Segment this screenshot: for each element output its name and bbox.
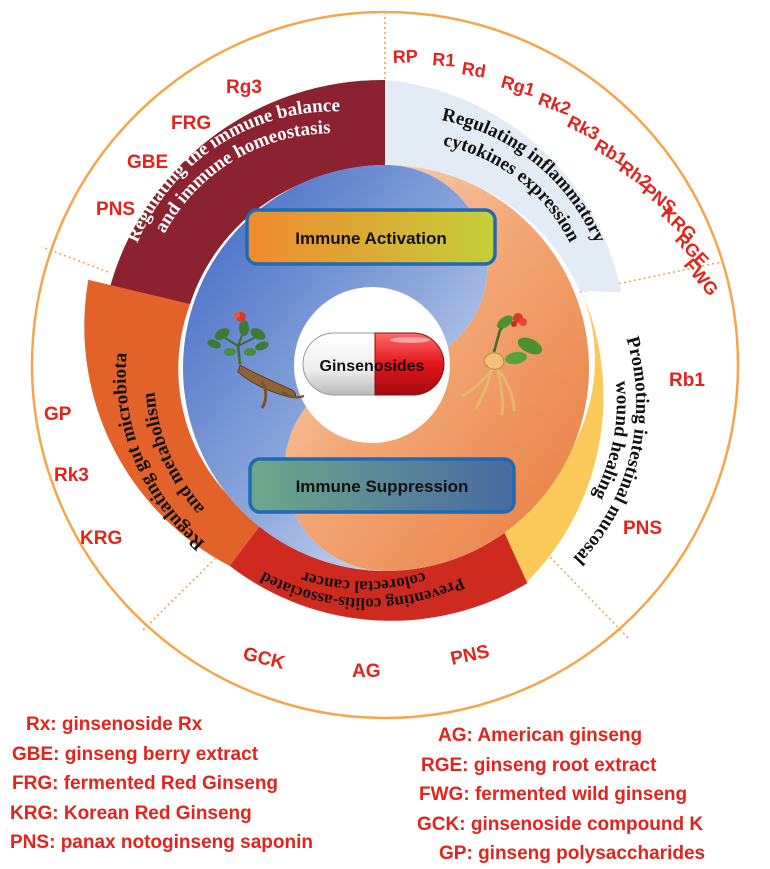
ginseng-plant-right-icon (460, 313, 543, 416)
legend-item-gck: GCK: ginsenoside compound K (417, 810, 705, 840)
legend-text: ginseng berry extract (64, 743, 259, 765)
label-frg: FRG (171, 113, 211, 134)
label-gbe: GBE (127, 152, 168, 173)
label-r1: R1 (432, 49, 456, 71)
legend-abbr: FRG: (12, 773, 59, 794)
legend-text: panax notoginseng saponin (60, 832, 313, 853)
segment-inflammatory (385, 80, 622, 293)
legend-item-rx: Rx: ginsenoside Rx (10, 710, 313, 740)
legend-item-fwg: FWG: fermented wild ginseng (417, 780, 705, 810)
legend-abbr: GP: (439, 843, 473, 864)
legend-item-rge: RGE: ginseng root extract (417, 751, 705, 781)
legend-text: fermented wild ginseng (474, 784, 688, 805)
ring-dividers (41, 12, 722, 641)
ginsenosides-label: Ginsenosides (320, 358, 425, 375)
segment-immune-balance (108, 79, 385, 305)
legend-item-frg: FRG: fermented Red Ginseng (10, 769, 313, 799)
legend-item-gbe: GBE: ginseng berry extract (10, 740, 313, 770)
immune-suppression-box (248, 457, 516, 514)
label-pns-mucosal: PNS (623, 518, 662, 539)
legend-abbr: GCK: (417, 813, 466, 835)
legend-abbr: RGE: (421, 754, 469, 776)
legend-text: ginsenoside Rx (61, 714, 203, 735)
legend-text: Korean Red Ginseng (63, 802, 252, 824)
legend-abbr: Rx: (26, 714, 57, 735)
segment-gut (84, 279, 262, 566)
ginseng-plant-left-icon (207, 312, 305, 409)
label-gp: GP (44, 404, 72, 425)
legend-text: fermented Red Ginseng (63, 773, 279, 794)
label-rb1-mucosal: Rb1 (669, 370, 705, 391)
legend-item-gp: GP: ginseng polysaccharides (417, 839, 705, 869)
legend-abbr: GBE: (12, 743, 60, 765)
legend-item-pns: PNS: panax notoginseng saponin (10, 828, 313, 858)
legend-item-ag: AG: American ginseng (417, 721, 705, 751)
label-rk3-gut: Rk3 (54, 465, 89, 486)
label-ag: AG (352, 661, 381, 682)
legend-text: ginseng polysaccharides (478, 843, 706, 864)
immune-activation-label: Immune Activation (295, 229, 446, 248)
label-rd: Rd (460, 58, 487, 82)
legend-item-krg: KRG: Korean Red Ginseng (10, 799, 313, 829)
label-rg3: Rg3 (226, 77, 262, 98)
legend-abbr: FWG: (419, 784, 470, 805)
legend-right: AG: American ginseng RGE: ginseng root e… (417, 721, 705, 869)
ginsenosides-pill (302, 332, 445, 396)
label-pns-balance: PNS (96, 199, 135, 220)
label-krg-gut: KRG (80, 528, 122, 549)
label-rp: RP (392, 46, 418, 67)
immune-suppression-label: Immune Suppression (296, 477, 469, 496)
legend-text: ginsenoside compound K (470, 813, 704, 835)
legend-abbr: AG: (438, 725, 473, 746)
legend-text: American ginseng (477, 725, 643, 746)
legend-text: ginseng root extract (473, 754, 657, 776)
legend-abbr: KRG: (10, 802, 59, 824)
legend-abbr: PNS: (10, 832, 56, 853)
immune-activation-box (245, 208, 497, 266)
legend-left: Rx: ginsenoside Rx GBE: ginseng berry ex… (10, 710, 313, 858)
